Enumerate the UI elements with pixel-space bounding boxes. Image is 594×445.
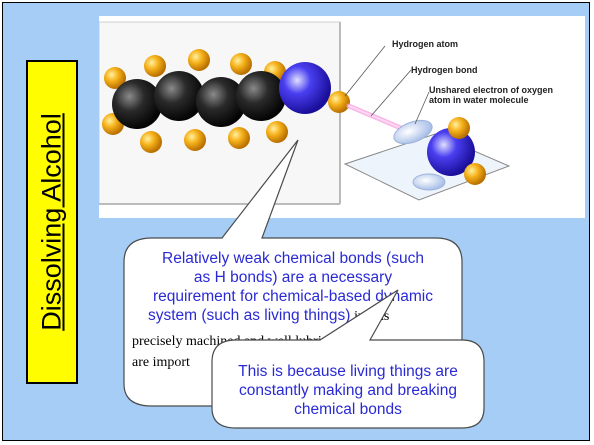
callout-1-line-4: system (such as living things) <box>148 307 351 324</box>
label-unshared-electron-2: atom in water molecule <box>429 95 529 105</box>
callout-2-text: This is because living things are consta… <box>216 362 480 419</box>
callout-2-line-2: constantly making and breaking <box>239 382 457 399</box>
molecule-svg <box>98 21 511 205</box>
callout-1-line-2: as H bonds) are a necessary <box>193 269 393 286</box>
callout-2-line-3: chemical bonds <box>294 401 402 418</box>
label-unshared-electron-1: Unshared electron of oxygen <box>429 85 554 95</box>
label-hydrogen-atom: Hydrogen atom <box>392 39 459 49</box>
callout-1-body-3: are import <box>132 355 190 370</box>
callout-2-line-1: This is because living things are <box>238 363 458 380</box>
label-hydrogen-bond: Hydrogen bond <box>411 65 478 75</box>
callout-1-line-3: requirement for chemical-based dynamic <box>153 288 433 305</box>
title-box: Dissolving Alcohol <box>26 60 78 384</box>
callout-1-line-1: Relatively weak chemical bonds (such <box>162 250 424 267</box>
molecule-illustration: Hydrogen atom Hydrogen bond Unshared ele… <box>98 16 585 218</box>
callout-1-text: Relatively weak chemical bonds (such as … <box>130 249 456 306</box>
